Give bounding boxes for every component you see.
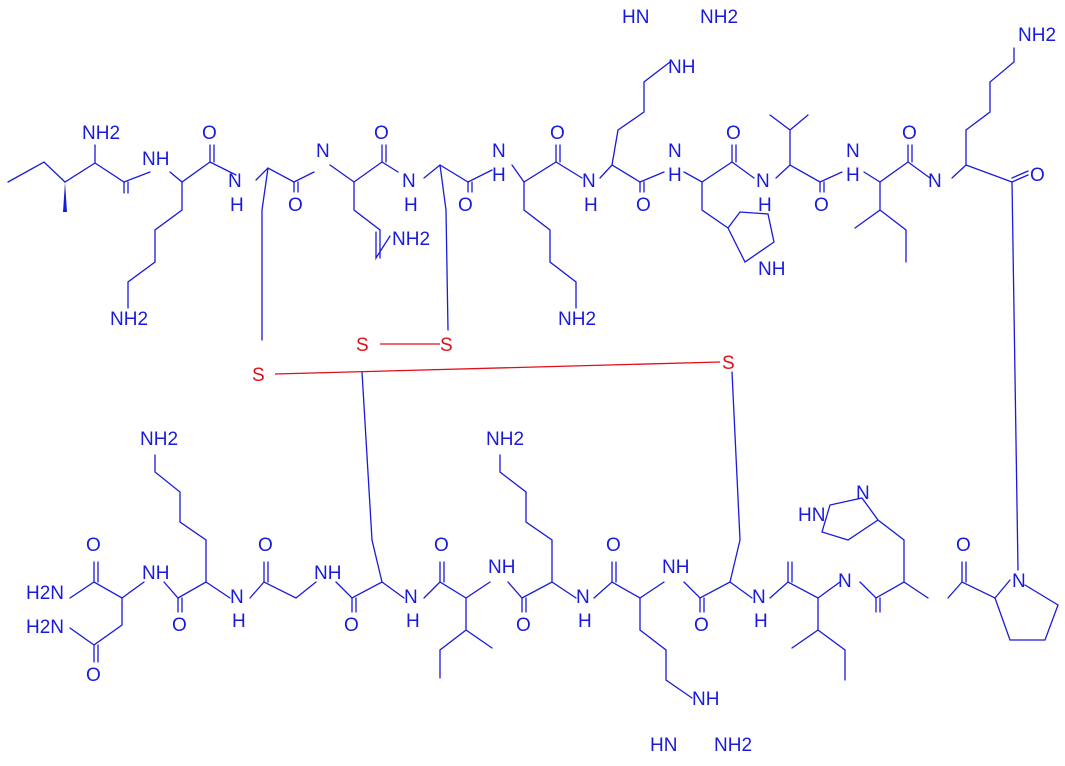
atom-n-top-28: N: [756, 171, 770, 192]
atom-o-top-3: O: [202, 123, 217, 144]
atom-h-top-34: H: [846, 165, 860, 186]
atom-nh-top-33: NH: [758, 259, 785, 280]
atom-o-top-22: O: [636, 195, 651, 216]
bottom-chain-backbone: [69, 561, 1059, 641]
atom-nh2-bottom-14: NH2: [486, 429, 524, 450]
sulfur-labels: S S S S: [252, 335, 735, 386]
atom-n-top-15: N: [492, 141, 506, 162]
atom-o-top-13: O: [458, 195, 473, 216]
atom-nh-bottom-4: NH: [142, 563, 169, 584]
bottom-atom-labels: O H2N H2N O NH NH2 O O N H NH O N H NH2 …: [26, 429, 1026, 756]
atom-n-top-2: N: [228, 171, 242, 192]
atom-nh-bottom-26: NH: [692, 689, 719, 710]
top-chain-backbone: [7, 144, 1029, 194]
atom-nh2-top-0: NH2: [82, 123, 120, 144]
atom-o-bottom-16: O: [434, 535, 449, 556]
atom-n-bottom-18: N: [576, 587, 590, 608]
atom-nh2-top-7: NH2: [110, 309, 148, 330]
atom-o-bottom-27: O: [694, 615, 709, 636]
atom-nh2-top-17: NH2: [558, 309, 596, 330]
atom-o-bottom-3: O: [86, 665, 101, 686]
atom-o-bottom-6: O: [172, 615, 187, 636]
atom-n-top-12: N: [402, 171, 416, 192]
atom-o-top-9: O: [374, 123, 389, 144]
atom-n-top-23: N: [668, 141, 682, 162]
atom-o-bottom-32: O: [956, 535, 971, 556]
atom-o-bottom-0: O: [86, 535, 101, 556]
atom-h-top-4: H: [230, 195, 244, 216]
atom-n-bottom-33: N: [1012, 571, 1026, 592]
atom-h2n-bottom-2: H2N: [26, 617, 64, 638]
atom-nh2-top-19: NH2: [700, 7, 738, 28]
atom-nh-top-26: NH: [668, 57, 695, 78]
atom-o-top-29: O: [814, 195, 829, 216]
atom-o-top-25: O: [726, 123, 741, 144]
atom-n-top-5: N: [316, 141, 330, 162]
atom-o-top-6: O: [288, 195, 303, 216]
atom-o-top-32: O: [902, 123, 917, 144]
atom-hn-bottom-22: HN: [650, 735, 677, 756]
atom-h-bottom-13: H: [406, 611, 420, 632]
atom-nh-bottom-20: NH: [662, 557, 689, 578]
atom-o-top-16: O: [550, 123, 565, 144]
top-atom-labels: NH2 NH N O H N O NH2 NH O NH2 H N O H N …: [82, 7, 1056, 330]
atom-o-bottom-11: O: [344, 615, 359, 636]
atom-nh2-top-37: NH2: [1018, 25, 1056, 46]
atom-n-bottom-24: N: [752, 587, 766, 608]
atom-n-top-21: N: [582, 171, 596, 192]
atom-nh-top-1: NH: [142, 149, 169, 170]
atom-sulfur-3: S: [722, 353, 735, 374]
atom-sulfur-0: S: [356, 335, 369, 356]
atom-nh2-top-10: NH2: [392, 229, 430, 250]
atom-h-top-31: H: [758, 195, 772, 216]
atom-o-bottom-21: O: [606, 535, 621, 556]
atom-sulfur-1: S: [440, 335, 453, 356]
atom-o-top-38: O: [1030, 165, 1045, 186]
atom-nh-bottom-10: NH: [314, 563, 341, 584]
atom-o-bottom-17: O: [516, 615, 531, 636]
top-side-chains: [63, 47, 1019, 571]
atom-nh2-bottom-23: NH2: [714, 735, 752, 756]
atom-h-bottom-19: H: [578, 611, 592, 632]
atom-h-bottom-25: H: [754, 611, 768, 632]
bottom-side-chains: [69, 371, 905, 699]
atom-n-top-30: N: [846, 141, 860, 162]
atom-n-bottom-8: N: [230, 587, 244, 608]
atom-h-top-14: H: [404, 195, 418, 216]
atom-h2n-bottom-1: H2N: [26, 583, 64, 604]
disulfide-bonds: [274, 343, 721, 375]
atom-o-bottom-7: O: [258, 535, 273, 556]
atom-sulfur-2: S: [252, 365, 265, 386]
atom-h-top-20: H: [492, 165, 506, 186]
atom-h-top-24: H: [584, 195, 598, 216]
atom-h-top-27: H: [668, 165, 682, 186]
atom-hn-top-18: HN: [622, 7, 649, 28]
atom-n-bottom-30: N: [838, 571, 852, 592]
atom-h-bottom-9: H: [232, 611, 246, 632]
atom-n-bottom-12: N: [404, 587, 418, 608]
atom-hn-bottom-28: HN: [798, 505, 825, 526]
atom-n-top-35: N: [928, 171, 942, 192]
atom-nh-bottom-15: NH: [488, 557, 515, 578]
atom-nh2-bottom-5: NH2: [140, 429, 178, 450]
atom-n-bottom-29: N: [856, 483, 870, 504]
